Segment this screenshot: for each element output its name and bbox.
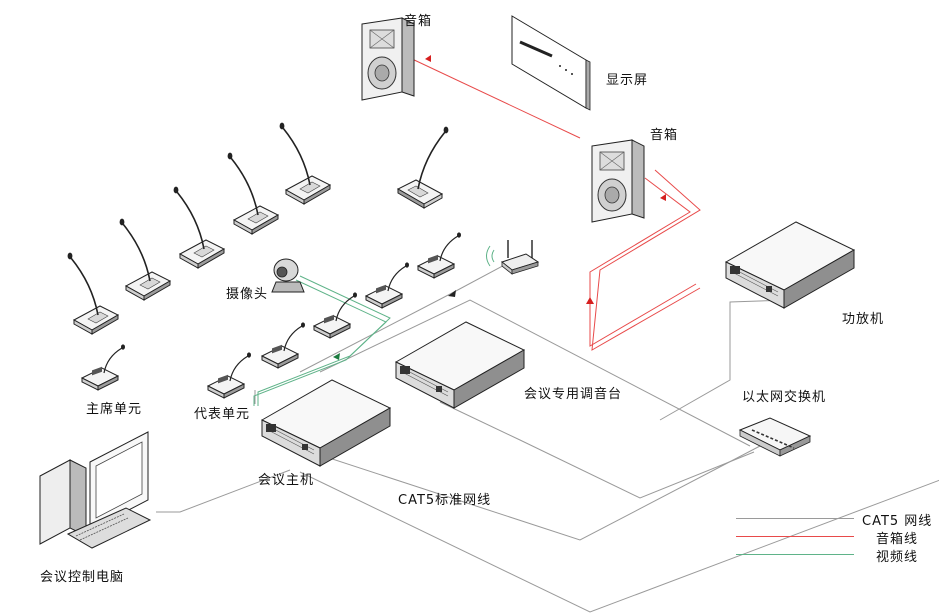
legend-label-video: 视频线: [876, 550, 919, 565]
display-label: 显示屏: [606, 73, 649, 88]
delegate-small-unit-icon: [207, 351, 252, 399]
video-cables: [253, 275, 391, 406]
legend-swatch-cat5: [736, 518, 854, 519]
speaker-right-icon: [591, 139, 645, 223]
legend-swatch-speaker: [736, 536, 854, 537]
video-arrow: [333, 353, 340, 360]
chairman-label: 主席单元: [86, 402, 143, 417]
amplifier-label: 功放机: [842, 312, 885, 327]
delegate-small-unit-icon: [261, 321, 306, 369]
cat5-cable-label: CAT5标准网线: [398, 493, 492, 508]
mixer-icon: [395, 321, 525, 409]
speaker-top-icon: [361, 17, 415, 101]
delegate-unit-icon: [397, 125, 450, 209]
delegate-small-unit-icon: [365, 261, 410, 309]
host-label: 会议主机: [258, 473, 315, 488]
camera-label: 摄像头: [226, 287, 269, 302]
delegate-unit-icon: [172, 185, 225, 269]
delegate-small-unit-icon: [417, 231, 462, 279]
amplifier-icon: [725, 221, 855, 309]
delegate-unit-icon: [66, 251, 119, 335]
ethernet-switch-icon: [738, 417, 812, 457]
delegate-unit-icon: [118, 217, 171, 301]
conference-host-icon: [261, 379, 391, 467]
speaker-right-label: 音箱: [650, 128, 679, 143]
cat5-cables: [156, 261, 939, 613]
legend-label-cat5: CAT5 网线: [862, 514, 933, 529]
display-screen: [511, 15, 591, 111]
delegate-label: 代表单元: [194, 407, 251, 422]
wireless-router-icon: [486, 240, 540, 275]
delegate-unit-icon: [226, 151, 279, 235]
chairman-unit-icon: [81, 343, 126, 391]
pc-label: 会议控制电脑: [40, 570, 125, 585]
speaker-cables: [409, 57, 701, 351]
control-computer-icon: [39, 431, 152, 549]
camera-icon: [271, 258, 305, 293]
switch-label: 以太网交换机: [742, 390, 827, 405]
legend-swatch-video: [736, 554, 854, 555]
mixer-label: 会议专用调音台: [524, 387, 623, 402]
delegate-unit-icon: [278, 121, 331, 205]
speaker-top-label: 音箱: [404, 14, 433, 29]
legend-label-speaker: 音箱线: [876, 532, 919, 547]
